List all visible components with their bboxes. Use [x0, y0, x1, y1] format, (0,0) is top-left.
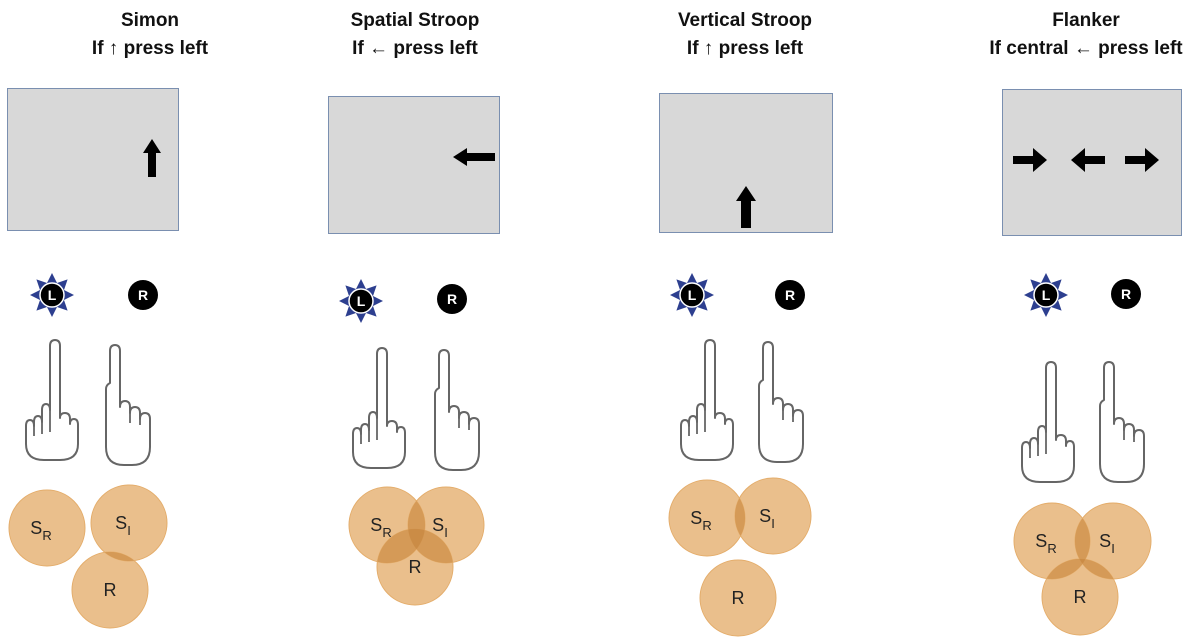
left-arrow-icon [453, 148, 495, 166]
stimulus-screen [1002, 89, 1182, 236]
stimulus-screen [328, 96, 500, 234]
panel-rule: If ↑ press left [686, 38, 804, 59]
up-arrow-icon [143, 139, 161, 177]
right-hand-icon [1094, 361, 1156, 483]
lamp-label: R [447, 291, 457, 307]
lamp-label: L [357, 293, 366, 309]
panel-rule: If ← press left [352, 38, 478, 59]
right-button-icon: R [767, 272, 813, 318]
stimulus-screen [7, 88, 179, 231]
lit-left-button-icon: L [338, 278, 384, 324]
right-button-icon: R [1103, 271, 1149, 317]
panel-title: Simon [120, 10, 180, 31]
panel-title: Spatial Stroop [350, 10, 480, 31]
lamp-label: L [48, 287, 57, 303]
lit-left-button-icon: L [669, 272, 715, 318]
panel-rule: If ↑ press left [91, 38, 209, 59]
right-hand-icon [100, 344, 162, 466]
panel-vertical-stroop: Vertical Stroop If ↑ press left L R [595, 0, 895, 641]
right-button-icon: R [429, 276, 475, 322]
left-hand-icon [675, 339, 737, 461]
lamp-label: R [1121, 286, 1131, 302]
left-hand-icon [20, 339, 82, 461]
right-hand-icon [429, 349, 491, 471]
lit-left-button-icon: L [1023, 272, 1069, 318]
lamp-label: L [688, 287, 697, 303]
flanker-arrows [1013, 148, 1159, 172]
lamp-label: R [138, 287, 148, 303]
panel-simon: Simon If ↑ press left L R [0, 0, 300, 641]
right-button-icon: R [120, 272, 166, 318]
left-hand-icon [347, 347, 409, 469]
up-arrow-icon [736, 186, 756, 228]
stimulus-screen [659, 93, 833, 233]
panel-rule: If central ← press left [989, 38, 1183, 59]
right-arrow-icon [1125, 148, 1159, 172]
lit-left-button-icon: L [29, 272, 75, 318]
panel-flanker: Flanker If central ← press left L R [936, 0, 1200, 641]
lamp-label: R [785, 287, 795, 303]
right-arrow-icon [1013, 148, 1047, 172]
lamp-label: L [1042, 287, 1051, 303]
panel-title: Flanker [1052, 10, 1120, 31]
left-arrow-icon [1071, 148, 1105, 172]
panel-spatial-stroop: Spatial Stroop If ← press left L R [265, 0, 565, 641]
right-hand-icon [753, 341, 815, 463]
panel-title: Vertical Stroop [677, 10, 813, 31]
left-hand-icon [1016, 361, 1078, 483]
